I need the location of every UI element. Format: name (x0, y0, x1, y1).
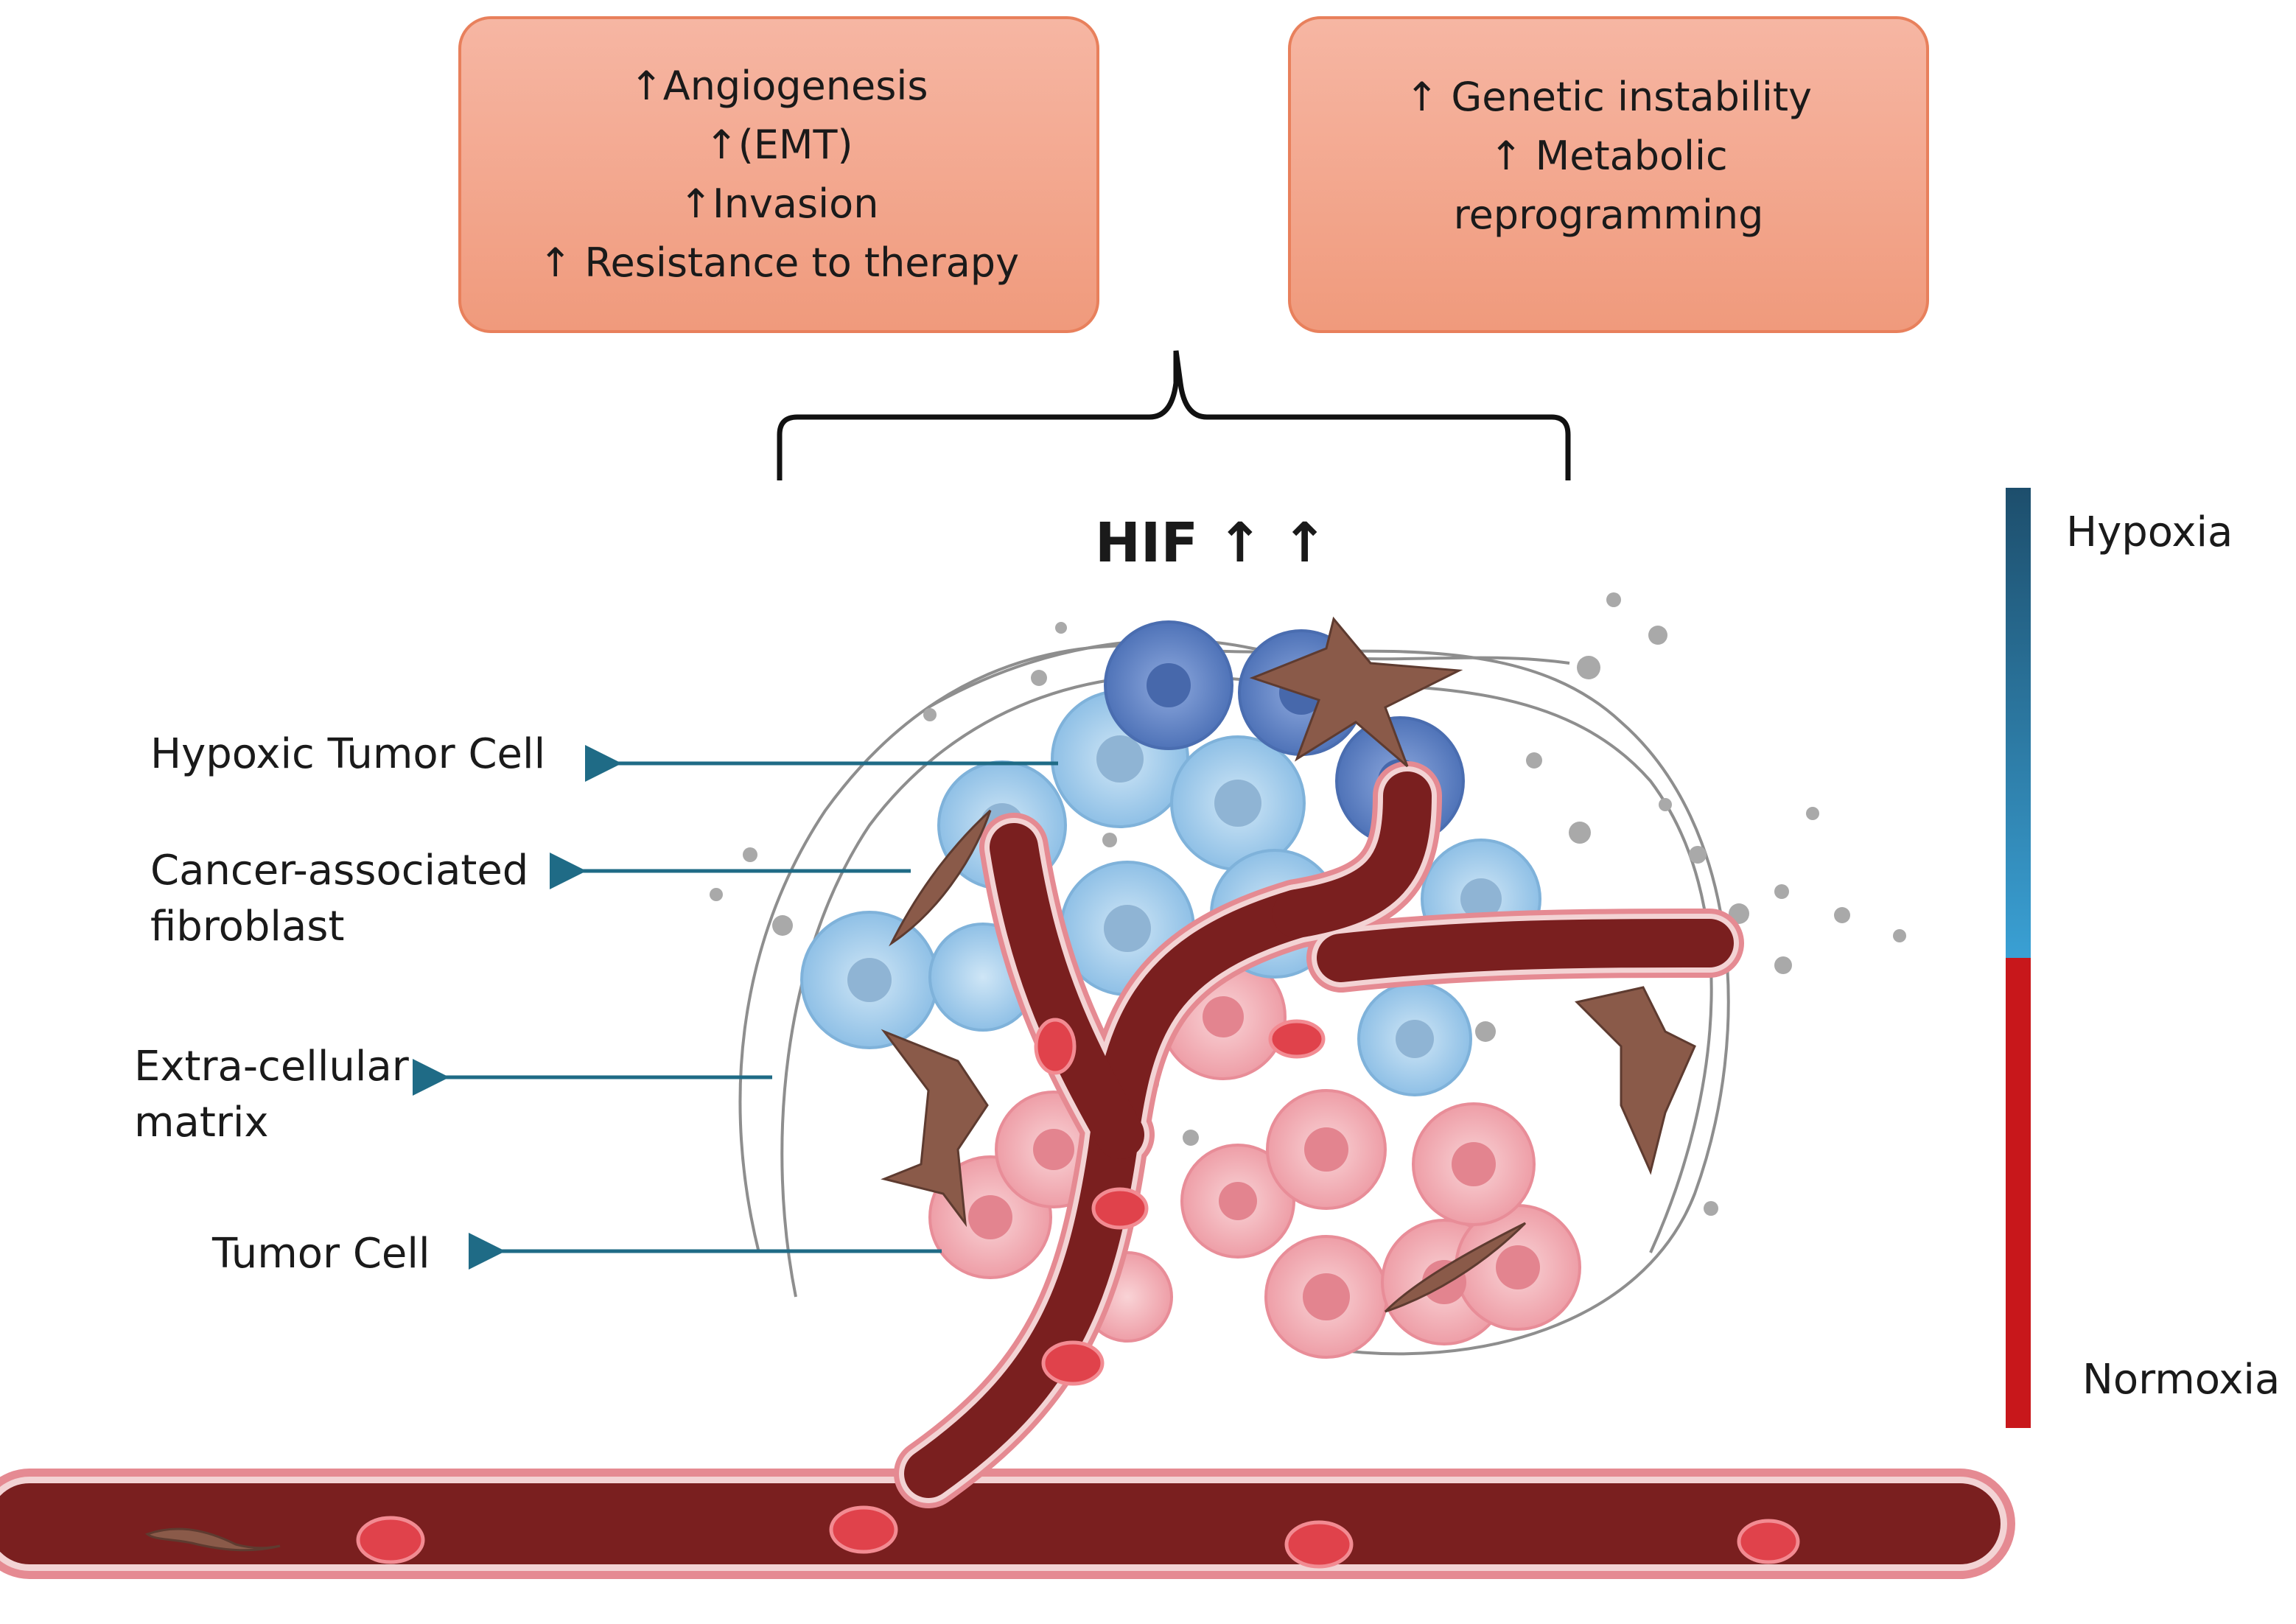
outcome-line: ↑(EMT) (704, 122, 853, 168)
callout-line: fibroblast (150, 903, 345, 951)
callout-tumor-cell: Tumor Cell (212, 1226, 430, 1282)
tumor-cell-nuclei (968, 996, 1540, 1320)
hif-label: HIF ↑ ↑ (1095, 511, 1328, 575)
bracket (777, 350, 1571, 480)
hypoxia-gradient-bar (2006, 488, 2031, 1428)
callout-line: Cancer-associated (150, 847, 529, 895)
callout-hypoxic-tumor-cell: Hypoxic Tumor Cell (150, 727, 545, 783)
callout-line: matrix (134, 1099, 269, 1147)
outcome-line: ↑ Genetic instability (1405, 74, 1812, 120)
outcome-line: ↑ Resistance to therapy (538, 239, 1020, 286)
outcome-box-left: ↑Angiogenesis ↑(EMT) ↑Invasion ↑ Resista… (458, 16, 1099, 333)
red-blood-cells (356, 1018, 1800, 1569)
outcome-line: ↑Angiogenesis (629, 63, 928, 109)
outcome-box-right: ↑ Genetic instability ↑ Metabolic reprog… (1288, 16, 1929, 333)
blood-vessel-network (0, 761, 2015, 1579)
callout-line: Extra-cellular (134, 1043, 409, 1091)
cancer-associated-fibroblasts (144, 616, 1696, 1552)
outcome-line: reprogramming (1453, 192, 1764, 238)
callout-line: Hypoxic Tumor Cell (150, 730, 546, 778)
outcome-line: ↑ Metabolic (1489, 133, 1728, 179)
callout-extracellular-matrix: Extra-cellular matrix (134, 1039, 409, 1151)
callout-line: Tumor Cell (212, 1230, 430, 1278)
legend-hypoxia-label: Hypoxia (2066, 508, 2233, 556)
callout-fibroblast: Cancer-associated fibroblast (150, 843, 528, 955)
outcome-line: ↑Invasion (679, 181, 879, 227)
legend-normoxia-label: Normoxia (2082, 1356, 2281, 1404)
callout-arrows (413, 745, 1058, 1270)
